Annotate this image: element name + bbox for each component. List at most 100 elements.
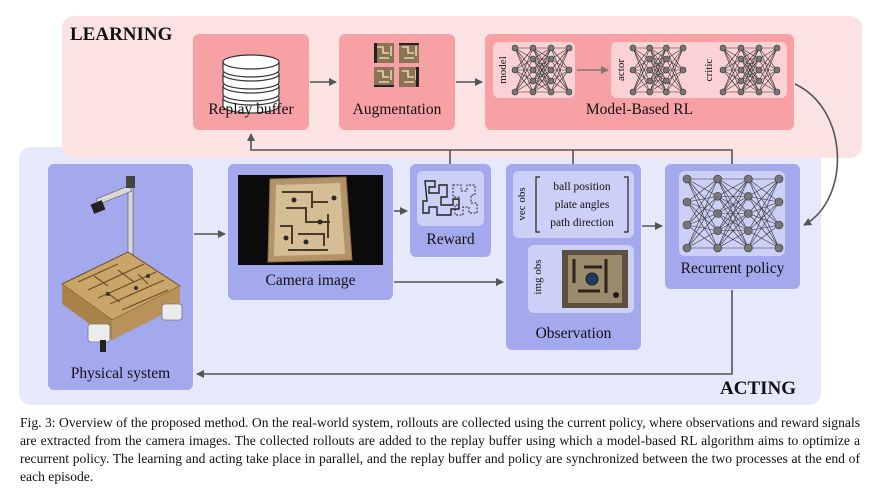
nn-node	[663, 77, 670, 85]
observation-label: Observation	[535, 325, 612, 342]
database-icon	[222, 54, 280, 114]
nn-node	[679, 66, 687, 74]
nn-node	[774, 243, 784, 253]
nn-node	[679, 88, 687, 96]
nn-edge	[666, 47, 684, 60]
nn-node	[529, 66, 537, 74]
nn-node	[755, 77, 763, 85]
nn-edge	[532, 47, 552, 71]
nn-edge	[748, 178, 780, 197]
nn-node	[755, 66, 763, 74]
nn-node	[511, 44, 519, 52]
nn-node	[774, 174, 784, 184]
nn-edge	[686, 201, 718, 231]
nn-edge	[758, 80, 778, 93]
nn-edge	[740, 47, 760, 60]
nn-node	[713, 243, 722, 253]
recurrent-policy-label: Recurrent policy	[680, 260, 785, 277]
model-based-rl-label: Model-Based RL	[585, 101, 694, 118]
nn-edge	[686, 178, 718, 231]
nn-edge	[532, 80, 552, 93]
nn-node	[663, 88, 670, 96]
nn-edge	[649, 47, 667, 93]
nn-edge	[717, 178, 749, 214]
physical-system-box: Physical system	[48, 164, 193, 390]
nn-edge	[632, 47, 650, 60]
reward-path-icon	[422, 180, 478, 216]
nn-edge	[666, 47, 684, 82]
nn-edge	[758, 47, 778, 93]
nn-edge	[649, 47, 667, 71]
nn-edge	[550, 47, 570, 82]
nn-edge	[649, 80, 667, 93]
nn-edge	[649, 47, 667, 82]
nn-edge	[758, 47, 778, 82]
nn-edge	[686, 195, 718, 203]
nn-edge	[686, 213, 718, 226]
nn-node	[547, 66, 555, 74]
nn-node	[682, 197, 692, 207]
nn-node	[755, 44, 763, 52]
nn-node	[529, 88, 537, 96]
nn-edge	[722, 47, 742, 60]
figure-caption: Fig. 3: Overview of the proposed method.…	[20, 414, 860, 486]
nn-edge	[632, 58, 650, 93]
nn-node	[529, 77, 537, 85]
nn-node	[719, 88, 727, 96]
nn-node	[663, 66, 670, 74]
observation-box: vec obs ball position plate angles path …	[506, 164, 641, 350]
nn-node	[713, 174, 722, 184]
nn-edge	[514, 58, 534, 71]
nn-edge	[686, 224, 718, 232]
nn-node	[547, 88, 555, 96]
nn-node	[646, 44, 653, 52]
nn-node	[774, 197, 784, 207]
critic-network-icon	[719, 44, 781, 96]
nn-node	[744, 243, 753, 253]
model-to-actor-arrow	[577, 66, 609, 74]
learning-title: LEARNING	[70, 24, 173, 45]
nn-edge	[686, 201, 718, 249]
nn-node	[679, 44, 687, 52]
nn-edge	[686, 178, 718, 197]
nn-node	[755, 88, 763, 96]
nn-edge	[758, 69, 778, 82]
nn-node	[737, 88, 745, 96]
nn-edge	[722, 69, 742, 93]
nn-edge	[748, 213, 780, 226]
nn-node	[529, 55, 537, 63]
nn-edge	[532, 47, 552, 82]
nn-edge	[686, 178, 718, 214]
nn-edge	[550, 47, 570, 60]
recurrent-policy-box: Recurrent policy	[665, 164, 800, 289]
vec-obs-item: ball position	[553, 181, 611, 193]
nn-edge	[748, 213, 780, 249]
model-network-icon	[511, 44, 573, 96]
nn-node	[646, 77, 653, 85]
nn-node	[713, 191, 722, 201]
nn-edge	[748, 196, 780, 249]
nn-edge	[740, 47, 760, 71]
nn-edge	[758, 69, 778, 93]
nn-edge	[748, 230, 780, 249]
observation-crop-image	[562, 250, 628, 308]
model-based-rl-box: model actor critic Model-Based RL	[485, 34, 794, 130]
actor-critic-panel: actor critic	[611, 42, 787, 98]
augmentation-label: Augmentation	[352, 101, 442, 118]
nn-edge	[514, 80, 534, 93]
model-network-panel: model	[493, 42, 575, 98]
augmented-images-icon	[374, 43, 419, 87]
nn-edge	[748, 201, 780, 214]
nn-node	[682, 220, 692, 230]
nn-edge	[717, 178, 749, 231]
nn-node	[755, 55, 763, 63]
nn-edge	[748, 178, 780, 214]
nn-edge	[666, 47, 684, 93]
reward-box: Reward	[410, 164, 491, 257]
nn-edge	[722, 80, 742, 93]
nn-edge	[748, 196, 780, 226]
nn-edge	[514, 47, 534, 71]
nn-edge	[649, 47, 667, 60]
nn-node	[565, 66, 573, 74]
nn-node	[529, 44, 537, 52]
